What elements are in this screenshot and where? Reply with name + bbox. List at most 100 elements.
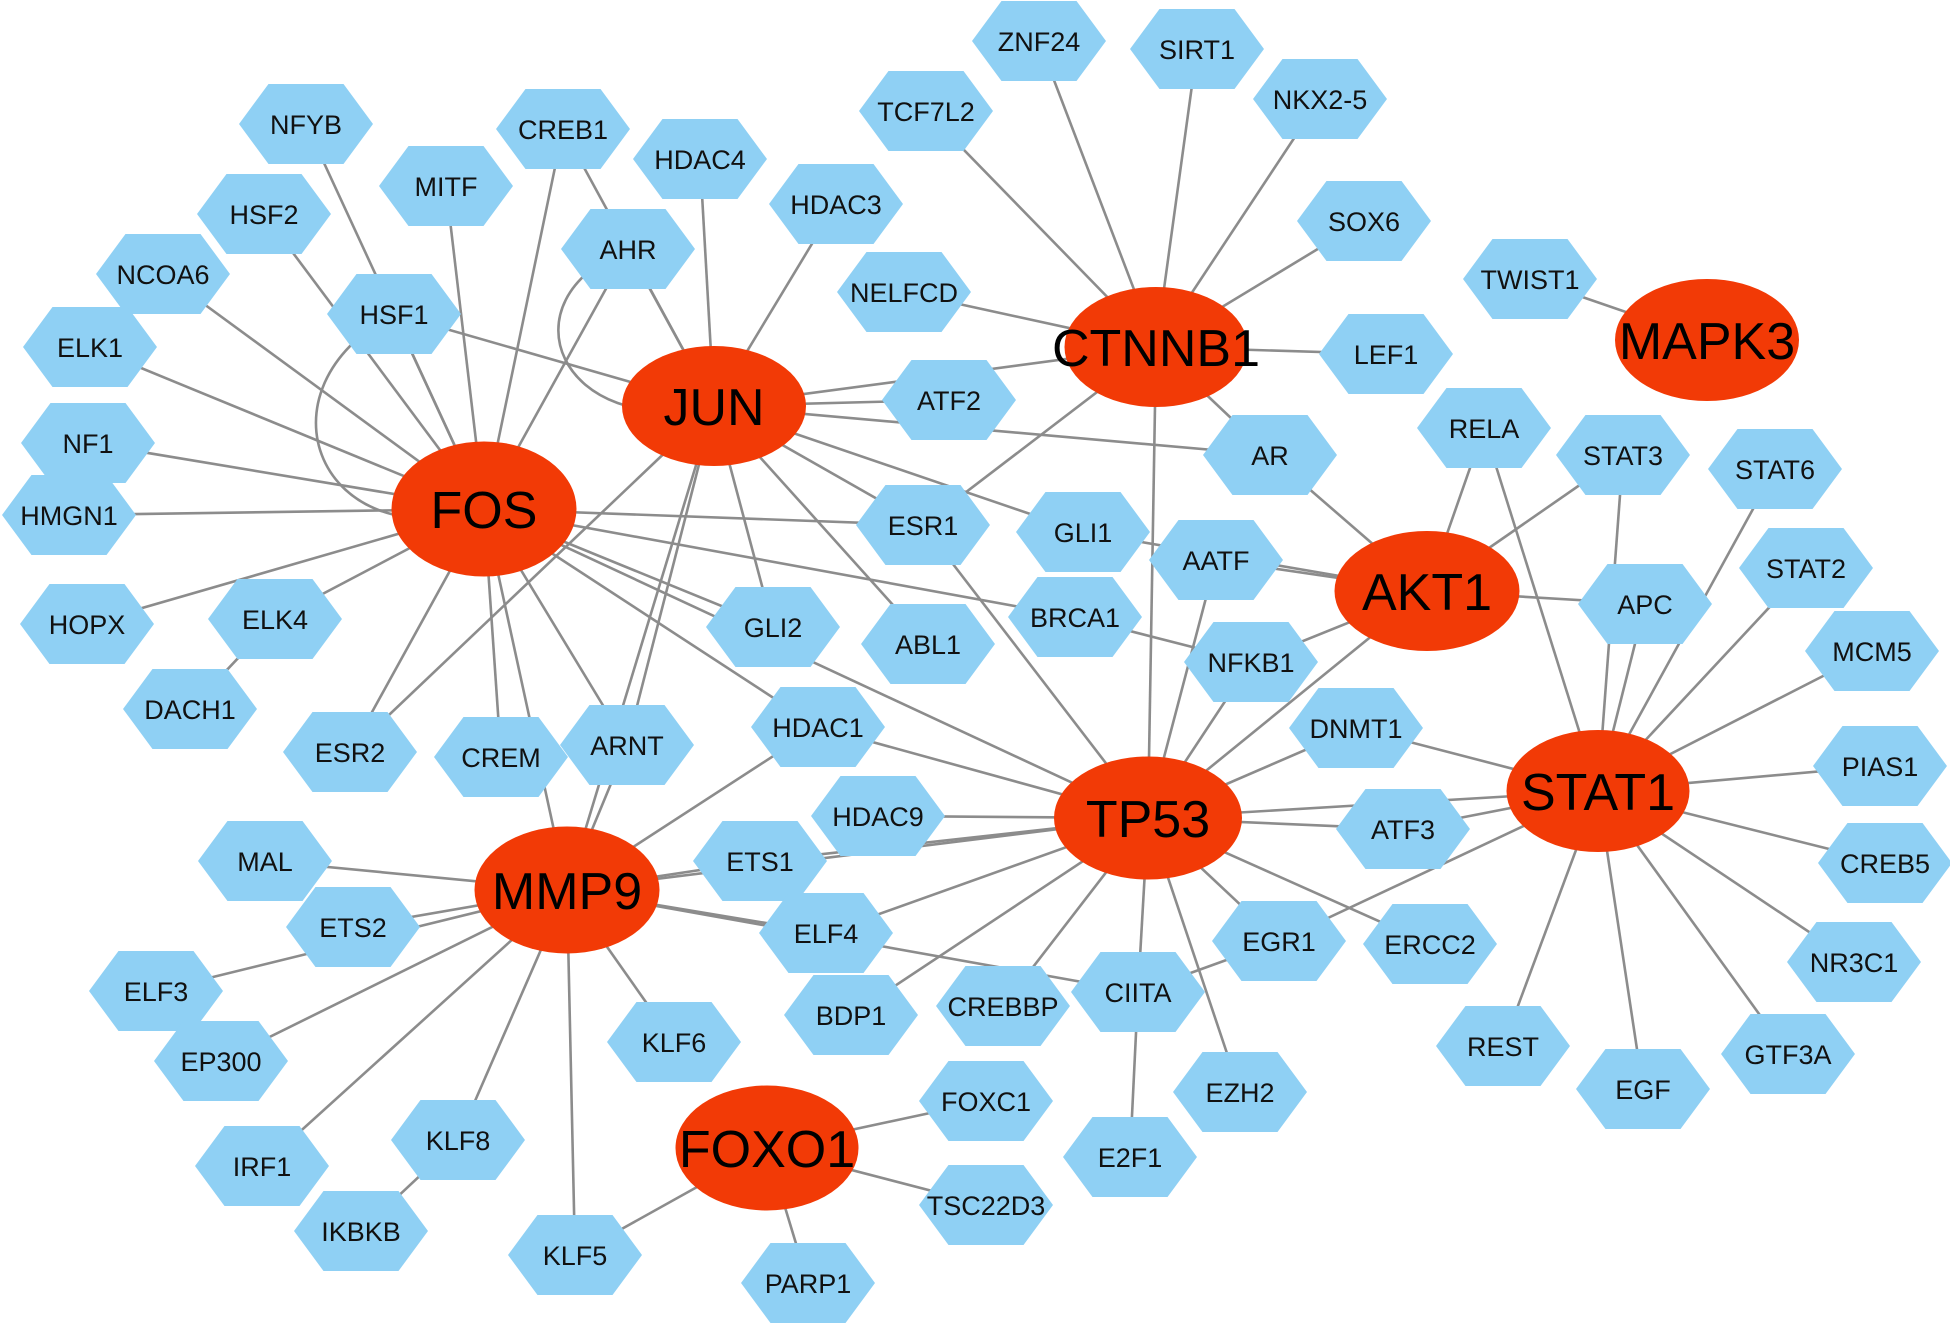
gene-hexagon — [89, 951, 223, 1031]
hub-label: TP53 — [1086, 791, 1210, 849]
gene-node-nr3c1: NR3C1 — [1787, 922, 1921, 1002]
gene-label: KLF5 — [543, 1241, 608, 1271]
gene-node-hsf2: HSF2 — [197, 174, 331, 254]
hub-label: FOS — [431, 482, 538, 540]
gene-node-pias1: PIAS1 — [1813, 726, 1947, 806]
gene-hexagon — [1173, 1052, 1307, 1132]
gene-label: ELF4 — [794, 919, 859, 949]
edge-ctnnb1-tp53 — [1146, 346, 1158, 819]
gene-hexagon — [1319, 314, 1453, 394]
gene-label: STAT3 — [1583, 441, 1663, 471]
gene-hexagon — [1708, 429, 1842, 509]
hub-ellipse — [1064, 287, 1248, 407]
gene-node-ets1: ETS1 — [693, 821, 827, 901]
gene-hexagon — [856, 485, 990, 565]
gene-hexagon — [208, 579, 342, 659]
gene-hexagon — [919, 1061, 1053, 1141]
gene-hexagon — [759, 893, 893, 973]
gene-label: CREB5 — [1840, 849, 1930, 879]
hub-ellipse — [675, 1085, 859, 1211]
gene-label: SOX6 — [1328, 207, 1400, 237]
gene-label: ETS2 — [319, 913, 387, 943]
gene-hexagon — [751, 687, 885, 767]
gene-node-ep300: EP300 — [154, 1021, 288, 1101]
hub-ellipse — [622, 346, 806, 466]
gene-label: HOPX — [49, 610, 126, 640]
gene-label: STAT6 — [1735, 455, 1815, 485]
hub-node-jun: JUN — [622, 346, 806, 466]
gene-node-rest: REST — [1436, 1006, 1570, 1086]
gene-label: KLF8 — [426, 1126, 491, 1156]
gene-label: STAT2 — [1766, 554, 1846, 584]
gene-hexagon — [1336, 789, 1470, 869]
gene-hexagon — [1436, 1006, 1570, 1086]
gene-node-esr2: ESR2 — [283, 712, 417, 792]
hub-label: JUN — [663, 379, 764, 437]
gene-label: TWIST1 — [1481, 265, 1580, 295]
gene-label: AHR — [599, 235, 656, 265]
gene-hexagon — [1289, 688, 1423, 768]
gene-node-rela: RELA — [1417, 388, 1551, 468]
gene-node-gli1: GLI1 — [1016, 492, 1150, 572]
gene-node-irf1: IRF1 — [195, 1126, 329, 1206]
gene-node-atf2: ATF2 — [882, 360, 1016, 440]
hub-ellipse — [474, 826, 660, 954]
hub-ellipse — [1506, 730, 1690, 852]
gene-label: NF1 — [62, 429, 113, 459]
gene-node-nelfcd: NELFCD — [837, 252, 971, 332]
gene-hexagon — [1071, 952, 1205, 1032]
gene-label: ESR2 — [315, 738, 386, 768]
gene-hexagon — [811, 776, 945, 856]
hub-node-akt1: AKT1 — [1334, 531, 1520, 651]
gene-hexagon — [434, 717, 568, 797]
gene-label: ETS1 — [726, 847, 794, 877]
gene-label: MCM5 — [1832, 637, 1912, 667]
gene-label: CREBBP — [947, 992, 1058, 1022]
gene-hexagon — [1805, 611, 1939, 691]
gene-label: ERCC2 — [1384, 930, 1476, 960]
gene-label: DACH1 — [144, 695, 236, 725]
hub-label: STAT1 — [1521, 764, 1675, 822]
gene-node-aatf: AATF — [1149, 520, 1283, 600]
gene-hexagon — [1203, 415, 1337, 495]
gene-label: NFYB — [270, 110, 342, 140]
gene-node-stat3: STAT3 — [1556, 415, 1690, 495]
gene-label: HMGN1 — [20, 501, 118, 531]
gene-hexagon — [154, 1021, 288, 1101]
gene-node-mitf: MITF — [379, 146, 513, 226]
gene-hexagon — [197, 174, 331, 254]
gene-node-znf24: ZNF24 — [972, 1, 1106, 81]
gene-hexagon — [1253, 59, 1387, 139]
gene-label: KLF6 — [642, 1028, 707, 1058]
hub-node-foxo1: FOXO1 — [675, 1085, 859, 1211]
gene-hexagon — [560, 705, 694, 785]
hub-node-stat1: STAT1 — [1506, 730, 1690, 852]
gene-label: FOXC1 — [941, 1087, 1031, 1117]
gene-node-atf3: ATF3 — [1336, 789, 1470, 869]
gene-label: NKX2-5 — [1273, 85, 1368, 115]
gene-label: GLI1 — [1054, 518, 1113, 548]
gene-hexagon — [1008, 577, 1142, 657]
gene-hexagon — [1184, 622, 1318, 702]
hub-ellipse — [1054, 756, 1242, 880]
gene-label: ELF3 — [124, 977, 189, 1007]
gene-hexagon — [195, 1126, 329, 1206]
gene-label: IKBKB — [321, 1217, 401, 1247]
gene-hexagon — [1576, 1049, 1710, 1129]
gene-label: GLI2 — [744, 613, 803, 643]
gene-label: NFKB1 — [1207, 648, 1294, 678]
gene-label: ESR1 — [888, 511, 959, 541]
gene-label: HDAC1 — [772, 713, 864, 743]
gene-hexagon — [784, 975, 918, 1055]
gene-label: EP300 — [180, 1047, 261, 1077]
gene-label: DNMT1 — [1310, 714, 1403, 744]
gene-hexagon — [1016, 492, 1150, 572]
gene-node-nkx2-5: NKX2-5 — [1253, 59, 1387, 139]
gene-node-hdac3: HDAC3 — [769, 164, 903, 244]
gene-hexagon — [706, 587, 840, 667]
gene-label: ARNT — [590, 731, 664, 761]
gene-node-klf6: KLF6 — [607, 1002, 741, 1082]
gene-node-hsf1: HSF1 — [327, 274, 461, 354]
gene-node-egf: EGF — [1576, 1049, 1710, 1129]
gene-label: REST — [1467, 1032, 1539, 1062]
